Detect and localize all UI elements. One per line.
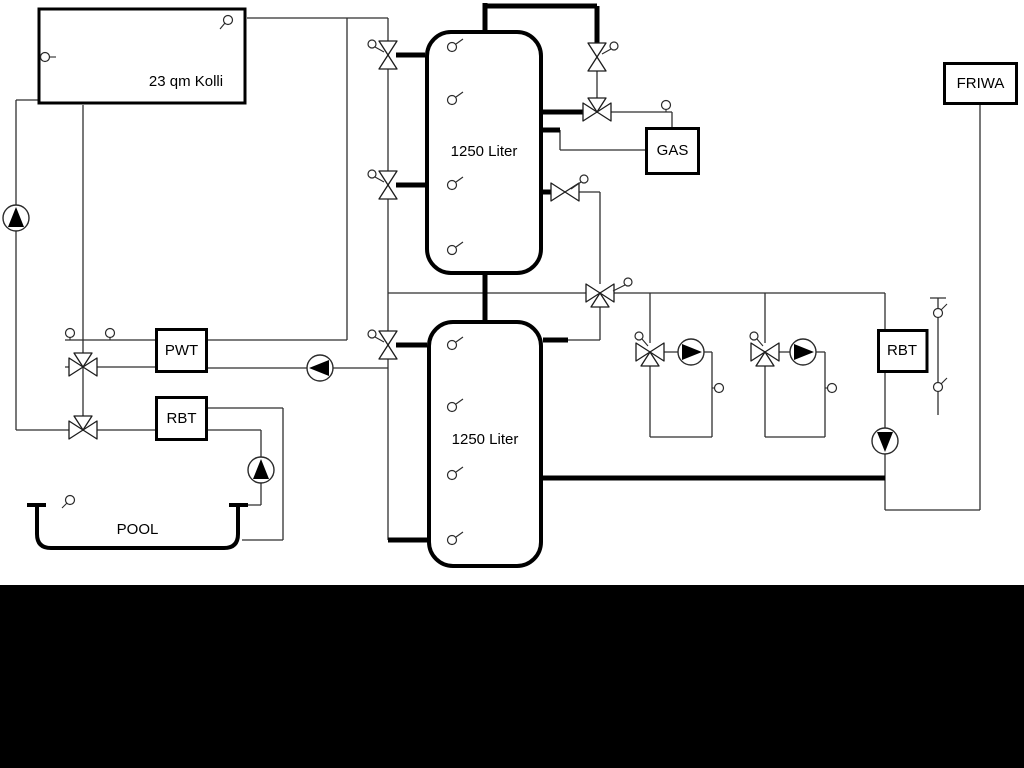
- temperature-sensor-icon: [446, 38, 464, 53]
- three-way-valve-icon: [582, 97, 612, 122]
- temperature-sensor-icon: [219, 14, 234, 30]
- three-way-valve-icon: [68, 352, 98, 377]
- valve-actuator-icon: [612, 277, 633, 292]
- gas-label: GAS: [656, 142, 689, 159]
- valve-actuator-icon: [749, 331, 764, 347]
- schematic-canvas: [2, 3, 1018, 568]
- rbt-dhw-box: [877, 329, 929, 373]
- pool-basin: [27, 503, 248, 550]
- temperature-sensor-icon: [446, 241, 464, 256]
- charge-valve-icon: [378, 40, 398, 70]
- temperature-sensor-icon: [825, 382, 838, 394]
- temperature-sensor-icon: [932, 377, 948, 393]
- temperature-sensor-icon: [446, 176, 464, 191]
- temperature-sensor-icon: [446, 466, 464, 481]
- motor-valve-icon: [550, 182, 580, 202]
- temperature-sensor-icon: [104, 327, 116, 340]
- pwt-label: PWT: [164, 342, 199, 359]
- pool-label: POOL: [116, 521, 159, 538]
- temperature-sensor-icon: [39, 51, 56, 63]
- mixing-valve-icon: [750, 342, 780, 367]
- temperature-sensor-icon: [446, 336, 464, 351]
- collector-box: [37, 7, 247, 105]
- pipe-lines-main: [388, 3, 885, 543]
- shutoff-valve-icon: [587, 42, 607, 72]
- collector-label: 23 qm Kolli: [148, 73, 224, 90]
- valve-actuator-icon: [367, 39, 385, 53]
- temperature-sensor-icon: [61, 494, 76, 509]
- temperature-sensor-icon: [64, 327, 76, 340]
- pwt-box: [155, 328, 208, 373]
- upper-tank-label: 1250 Liter: [450, 143, 518, 160]
- dhw-pump-icon: [871, 427, 899, 455]
- friwa-label: FRIWA: [956, 75, 1005, 92]
- heating-circuit-1-pump-icon: [677, 338, 705, 366]
- temperature-sensor-icon: [446, 531, 464, 546]
- three-way-valve-icon: [68, 415, 98, 440]
- valve-actuator-icon: [634, 331, 649, 347]
- temperature-sensor-icon: [446, 398, 464, 413]
- gas-box: [645, 127, 700, 175]
- temperature-sensor-icon: [712, 382, 725, 394]
- charge-valve-icon: [378, 330, 398, 360]
- friwa-box: [943, 62, 1018, 105]
- charge-valve-icon: [378, 170, 398, 200]
- charge-pump-icon: [306, 354, 334, 382]
- temperature-sensor-icon: [932, 303, 948, 319]
- valves: [68, 40, 780, 440]
- pool-pump-icon: [247, 456, 275, 484]
- rbt-pool-box: [155, 396, 208, 441]
- temperature-sensor-icon: [660, 99, 672, 112]
- rbt-dhw-label: RBT: [887, 342, 917, 359]
- upper-tank-box: [425, 30, 543, 275]
- valve-actuator-icon: [570, 174, 589, 190]
- lower-tank-box: [427, 320, 543, 568]
- solar-pump-icon: [2, 204, 30, 232]
- pumps: [2, 204, 899, 484]
- heating-circuit-2-pump-icon: [789, 338, 817, 366]
- mixing-valve-icon: [635, 342, 665, 367]
- valve-actuator-icon: [367, 169, 385, 183]
- equipment-boxes: [37, 7, 1018, 568]
- footer-black-bar: [0, 585, 1024, 768]
- rbt-pool-label: RBT: [166, 410, 197, 427]
- valve-actuator-icon: [367, 329, 385, 343]
- temperature-sensor-icon: [446, 91, 464, 106]
- lower-tank-label: 1250 Liter: [451, 431, 519, 448]
- three-way-valve-icon: [585, 283, 615, 308]
- sensors: [39, 14, 948, 546]
- valve-actuator-icon: [601, 41, 619, 55]
